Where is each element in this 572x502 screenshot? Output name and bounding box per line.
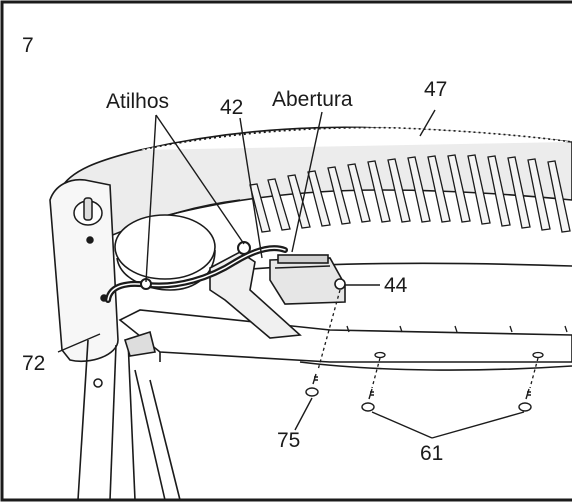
step-number: 7	[22, 34, 34, 57]
label-part-47: 47	[424, 78, 447, 101]
screw-61-left	[362, 389, 374, 411]
label-part-42: 42	[220, 96, 243, 119]
label-part-44: 44	[384, 274, 408, 297]
crossmember	[120, 310, 572, 370]
label-part-75: 75	[277, 429, 300, 452]
label-part-72: 72	[22, 352, 45, 375]
screw-61-right	[519, 389, 531, 411]
label-opening: Abertura	[272, 88, 353, 111]
screw-75	[306, 374, 318, 396]
label-part-61: 61	[420, 442, 443, 465]
label-ties: Atilhos	[106, 90, 169, 113]
part-44-box	[270, 255, 345, 304]
